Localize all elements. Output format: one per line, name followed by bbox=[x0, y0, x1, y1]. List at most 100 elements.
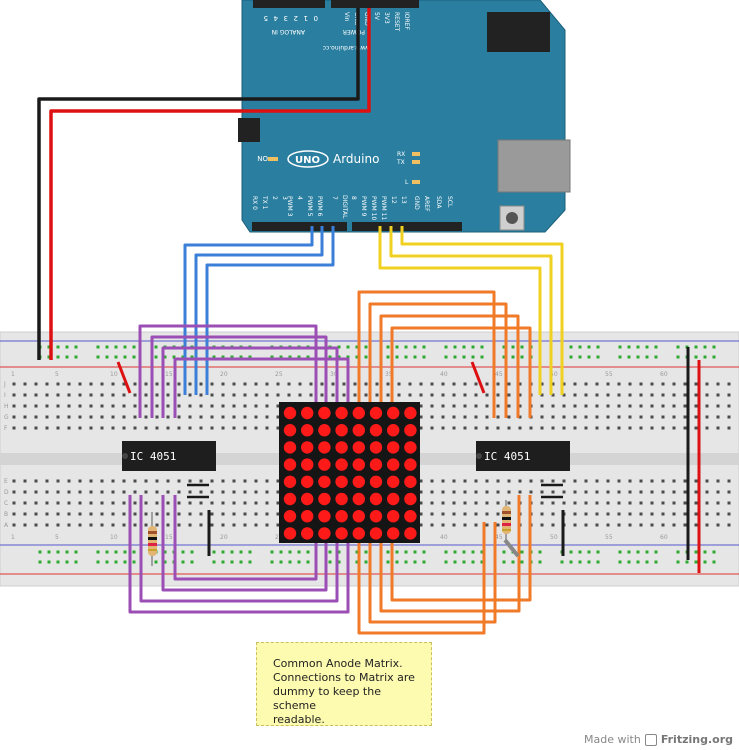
bb-rail-hole bbox=[712, 345, 716, 349]
bb-hole bbox=[672, 479, 676, 483]
bb-hole bbox=[606, 382, 610, 386]
bb-rail-hole bbox=[596, 560, 600, 564]
bb-hole bbox=[177, 490, 181, 494]
jumper-red-right[interactable] bbox=[470, 361, 486, 394]
bb-col-number: 55 bbox=[605, 371, 613, 378]
bb-hole bbox=[562, 404, 566, 408]
bb-hole bbox=[210, 404, 214, 408]
bb-rail-hole bbox=[596, 355, 600, 359]
matrix-led bbox=[404, 424, 417, 437]
wire-purple-bot-4[interactable] bbox=[173, 495, 318, 581]
bb-hole bbox=[463, 426, 467, 430]
wire-orange-bot-1[interactable] bbox=[357, 522, 486, 635]
bb-hole bbox=[67, 479, 71, 483]
bb-hole bbox=[67, 523, 71, 527]
wire-orange-top-4[interactable] bbox=[390, 326, 532, 418]
bb-hole bbox=[683, 426, 687, 430]
bb-rail-hole bbox=[221, 355, 225, 359]
bb-rail-hole bbox=[346, 345, 350, 349]
bb-hole bbox=[155, 512, 159, 516]
bb-hole bbox=[199, 490, 203, 494]
matrix-led bbox=[387, 458, 400, 471]
wire-purple-bot-2[interactable] bbox=[139, 495, 339, 603]
bb-hole bbox=[166, 382, 170, 386]
bb-hole bbox=[56, 479, 60, 483]
bb-hole bbox=[342, 393, 346, 397]
bb-hole bbox=[23, 512, 27, 516]
bb-hole bbox=[584, 523, 588, 527]
bb-hole bbox=[111, 479, 115, 483]
wire-orange-top-1[interactable] bbox=[357, 290, 496, 418]
bb-hole bbox=[276, 404, 280, 408]
bb-hole bbox=[67, 393, 71, 397]
matrix-led bbox=[335, 441, 348, 454]
jumper-red-left[interactable] bbox=[116, 361, 132, 394]
bb-hole bbox=[155, 523, 159, 527]
bb-rail-hole bbox=[105, 345, 109, 349]
bb-hole bbox=[683, 501, 687, 505]
bb-hole bbox=[694, 501, 698, 505]
led-label-rx: RX bbox=[397, 151, 405, 158]
bb-col-number: 5 bbox=[55, 534, 59, 541]
wire-orange-bot-3[interactable] bbox=[379, 495, 521, 613]
wire-yellow-3[interactable] bbox=[400, 226, 564, 395]
wire-purple-bot-3[interactable] bbox=[161, 495, 328, 592]
bb-hole bbox=[496, 479, 500, 483]
wires-yellow bbox=[378, 226, 564, 395]
bb-rail-hole bbox=[105, 550, 109, 554]
wire-red-5v[interactable] bbox=[49, 8, 371, 360]
wire-yellow-1[interactable] bbox=[378, 226, 542, 395]
bb-hole bbox=[584, 512, 588, 516]
bb-hole bbox=[12, 393, 16, 397]
bb-rail-hole bbox=[154, 345, 158, 349]
bb-hole bbox=[67, 490, 71, 494]
bb-rail-hole bbox=[364, 355, 368, 359]
matrix-led bbox=[318, 424, 331, 437]
arduino-model: UNO bbox=[295, 155, 320, 166]
matrix-led bbox=[283, 475, 297, 488]
bb-hole bbox=[243, 523, 247, 527]
bb-hole bbox=[386, 393, 390, 397]
wire-yellow-2[interactable] bbox=[389, 226, 553, 395]
bb-hole bbox=[716, 501, 720, 505]
bb-rail-hole bbox=[96, 550, 100, 554]
jumper-grey-right[interactable] bbox=[503, 538, 520, 558]
wire-purple-top-3[interactable] bbox=[161, 346, 339, 418]
note-line: dummy to keep the scheme bbox=[273, 685, 381, 712]
bb-hole bbox=[67, 426, 71, 430]
digital-header-low bbox=[252, 222, 347, 231]
matrix-led bbox=[369, 510, 383, 523]
bb-col-number: 30 bbox=[330, 371, 338, 378]
matrix-led bbox=[283, 406, 297, 420]
bb-hole bbox=[606, 415, 610, 419]
wire-blue-3[interactable] bbox=[205, 226, 335, 395]
wire-purple-top-1[interactable] bbox=[138, 324, 318, 418]
bb-rail-hole bbox=[569, 355, 573, 359]
bb-hole bbox=[111, 404, 115, 408]
bb-hole bbox=[474, 523, 478, 527]
bb-hole bbox=[584, 393, 588, 397]
bb-hole bbox=[265, 523, 269, 527]
bb-rail-hole bbox=[618, 560, 622, 564]
wire-purple-top-2[interactable] bbox=[150, 335, 328, 418]
wire-orange-bot-4[interactable] bbox=[390, 495, 532, 602]
bb-hole bbox=[551, 426, 555, 430]
bb-hole bbox=[34, 512, 38, 516]
bb-hole bbox=[485, 404, 489, 408]
bb-hole bbox=[551, 382, 555, 386]
wire-blue-1[interactable] bbox=[183, 226, 314, 395]
bb-hole bbox=[661, 382, 665, 386]
bb-hole bbox=[485, 382, 489, 386]
bb-rail-hole bbox=[181, 355, 185, 359]
bb-hole bbox=[606, 501, 610, 505]
bb-rail-hole bbox=[422, 560, 426, 564]
wire-orange-bot-2[interactable] bbox=[368, 522, 497, 624]
bb-rail-hole bbox=[676, 560, 680, 564]
wire-purple-bot-1[interactable] bbox=[128, 495, 350, 614]
wire-purple-top-4[interactable] bbox=[173, 357, 350, 418]
bb-rail-hole bbox=[288, 560, 292, 564]
wire-orange-top-2[interactable] bbox=[368, 302, 508, 418]
wire-black-gnd[interactable] bbox=[37, 8, 360, 360]
wire-orange-top-3[interactable] bbox=[379, 314, 520, 418]
bb-hole bbox=[34, 523, 38, 527]
